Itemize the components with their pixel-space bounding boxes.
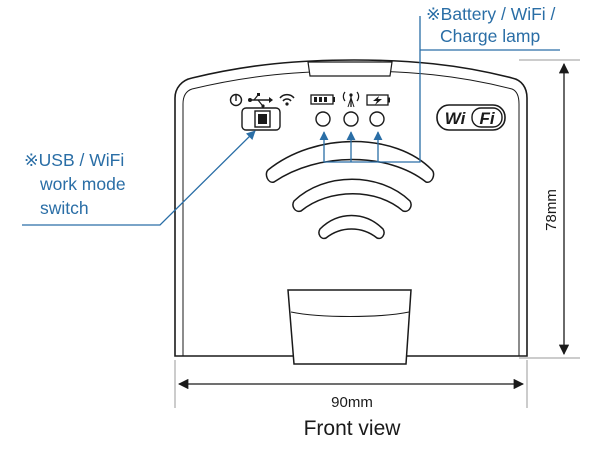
mode-switch[interactable] (241, 107, 281, 131)
wifi-icon (279, 93, 295, 106)
battery-icon (310, 94, 335, 105)
wifi-logo-text-left: Wi (445, 109, 467, 128)
wifi-logo-text-right: Fi (479, 109, 495, 128)
lamp-callout-leader (319, 16, 560, 163)
width-label: 90mm (331, 394, 373, 411)
device-body (174, 59, 528, 357)
charge-icon (366, 94, 390, 106)
figure-caption: Front view (304, 417, 402, 440)
height-dimension: 78mm (519, 59, 580, 359)
wifi-logo: Wi Fi (436, 104, 506, 131)
wifi-lamp (343, 111, 359, 127)
switch-callout-line1: ※USB / WiFi (24, 150, 124, 170)
battery-lamp (315, 111, 331, 127)
switch-callout-leader (22, 130, 256, 226)
lamp-callout-line2: Charge lamp (440, 26, 540, 46)
usb-icon (248, 93, 273, 108)
power-icon (229, 93, 243, 107)
height-label: 78mm (543, 189, 560, 231)
bottom-tab (287, 289, 412, 365)
width-dimension: 90mm (174, 360, 528, 411)
charge-lamp (369, 111, 385, 127)
lamp-callout-line1: ※Battery / WiFi / (426, 4, 556, 24)
switch-callout-line2: work mode (39, 174, 126, 194)
antenna-icon (342, 91, 360, 108)
wifi-symbol-graphic (265, 140, 435, 240)
switch-callout-line3: switch (40, 198, 89, 218)
top-cap (307, 61, 393, 77)
